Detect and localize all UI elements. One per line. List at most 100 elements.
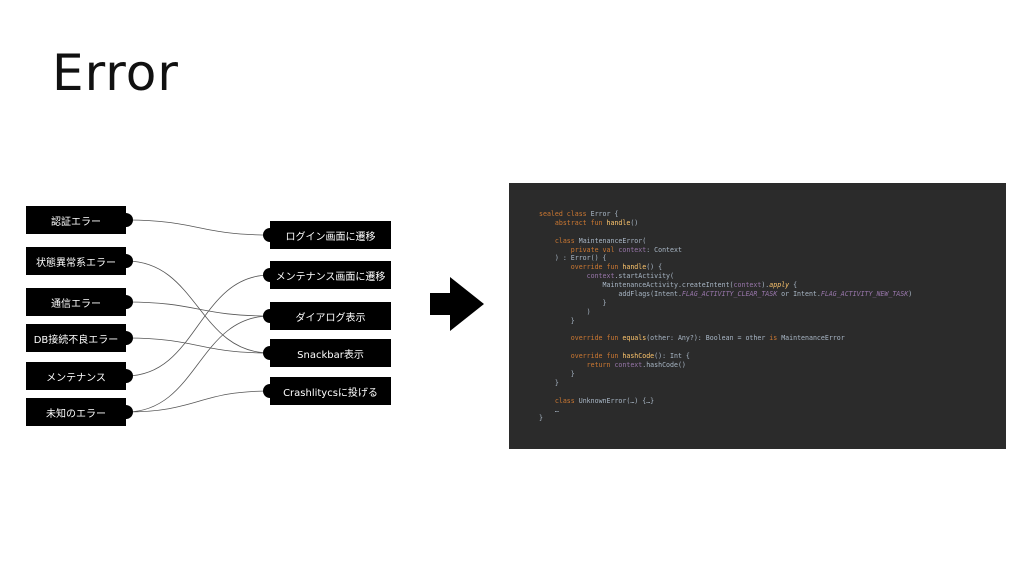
- code-token: MaintenanceError(: [578, 236, 647, 245]
- code-token: [539, 237, 555, 245]
- code-token: class: [554, 396, 579, 405]
- code-line: }: [539, 317, 1006, 326]
- code-token: FLAG_ACTIVITY_CLEAR_TASK: [681, 290, 778, 299]
- code-line: context.startActivity(: [539, 272, 1006, 281]
- connection-line: [125, 337, 271, 354]
- code-token: }: [539, 414, 543, 423]
- connection-line: [125, 274, 271, 377]
- code-token: {: [789, 281, 798, 290]
- code-line: [539, 388, 1006, 397]
- code-token: (): Int {: [654, 352, 690, 361]
- code-line: sealed class Error {: [539, 210, 1006, 219]
- code-token: ): [539, 307, 591, 316]
- connection-line: [125, 219, 271, 236]
- code-token: override fun: [570, 263, 623, 272]
- code-token: handle: [622, 263, 647, 272]
- error-box-unknown: 未知のエラー: [26, 398, 126, 426]
- error-box-maintenance: メンテナンス: [26, 362, 126, 390]
- connection-line: [125, 260, 271, 354]
- code-token: [539, 361, 587, 369]
- code-line: [539, 228, 1006, 237]
- page-title: Error: [52, 44, 179, 102]
- error-box-db: DB接続不良エラー: [26, 324, 126, 352]
- code-line: …: [539, 406, 1006, 415]
- code-token: [539, 334, 571, 342]
- code-token: apply: [769, 281, 790, 290]
- code-line: override fun handle() {: [539, 263, 1006, 272]
- code-token: [539, 272, 587, 280]
- code-line: MaintenanceActivity.createIntent(context…: [539, 281, 1006, 290]
- code-line: class MaintenanceError(: [539, 237, 1006, 246]
- code-token: private val: [570, 245, 619, 254]
- code-token: }: [539, 298, 607, 307]
- code-line: class UnknownError(…) {…}: [539, 397, 1006, 406]
- code-line: [539, 343, 1006, 352]
- code-token: ): [908, 290, 913, 299]
- code-token: .startActivity(: [614, 272, 674, 281]
- code-token: return: [586, 361, 615, 370]
- connection-line: [125, 301, 271, 317]
- code-line: private val context: Context: [539, 246, 1006, 255]
- code-token: Error {: [590, 210, 619, 218]
- code-token: }: [539, 316, 575, 325]
- connection-line: [125, 390, 271, 413]
- code-line: addFlags(Intent.FLAG_ACTIVITY_CLEAR_TASK…: [539, 290, 1006, 299]
- code-token: }: [539, 370, 575, 379]
- code-token: class: [554, 236, 579, 245]
- code-token: hashCode: [622, 352, 655, 361]
- code-token: [539, 263, 571, 271]
- code-token: is: [769, 334, 782, 343]
- error-box-state: 状態異常系エラー: [26, 247, 126, 275]
- code-token: () {: [646, 263, 663, 272]
- code-token: handle: [606, 218, 631, 227]
- action-box-snackbar: Snackbar表示: [270, 339, 391, 367]
- code-token: UnknownError(…) {…}: [578, 396, 655, 405]
- code-token: MaintenanceError: [781, 334, 845, 343]
- action-box-login: ログイン画面に遷移: [270, 221, 391, 249]
- code-line: }: [539, 299, 1006, 308]
- code-token: context: [586, 272, 615, 281]
- code-token: (other: Any?): Boolean = other: [646, 334, 770, 343]
- code-line: }: [539, 379, 1006, 388]
- code-token: [539, 219, 555, 227]
- code-line: ): [539, 308, 1006, 317]
- code-line: }: [539, 370, 1006, 379]
- code-token: equals: [622, 334, 647, 343]
- code-token: [539, 246, 571, 254]
- code-token: ) : Error() {: [539, 254, 607, 263]
- code-token: [539, 352, 571, 360]
- code-token: context: [733, 281, 762, 290]
- code-line: }: [539, 414, 1006, 423]
- code-token: context: [614, 361, 643, 370]
- code-line: abstract fun handle(): [539, 219, 1006, 228]
- code-line: return context.hashCode(): [539, 361, 1006, 370]
- action-box-maintenance-screen: メンテナンス画面に遷移: [270, 261, 391, 289]
- code-line: ) : Error() {: [539, 254, 1006, 263]
- code-token: …: [539, 405, 559, 414]
- right-arrow-icon: [430, 277, 484, 331]
- code-panel: sealed class Error { abstract fun handle…: [509, 183, 1006, 449]
- code-token: sealed class: [539, 210, 591, 218]
- code-token: override fun: [570, 334, 623, 343]
- code-token: }: [539, 378, 559, 387]
- code-token: abstract fun: [554, 218, 607, 227]
- code-token: (): [630, 218, 639, 227]
- connection-line: [125, 315, 271, 413]
- code-token: ).: [761, 281, 770, 290]
- code-token: or Intent.: [777, 290, 821, 299]
- code-token: FLAG_ACTIVITY_NEW_TASK: [820, 290, 909, 299]
- error-box-network: 通信エラー: [26, 288, 126, 316]
- code-token: .hashCode(): [642, 361, 686, 370]
- error-box-auth: 認証エラー: [26, 206, 126, 234]
- code-line: override fun hashCode(): Int {: [539, 352, 1006, 361]
- code-line: [539, 326, 1006, 335]
- code-token: : Context: [646, 245, 682, 254]
- code-token: addFlags(Intent.: [539, 290, 682, 299]
- action-box-crashlytics: Crashlitycsに投げる: [270, 377, 391, 405]
- code-line: override fun equals(other: Any?): Boolea…: [539, 334, 1006, 343]
- code-token: MaintenanceActivity.createIntent(: [539, 281, 734, 290]
- code-token: [539, 397, 555, 405]
- code-token: context: [618, 245, 647, 254]
- code-token: override fun: [570, 352, 623, 361]
- action-box-dialog: ダイアログ表示: [270, 302, 391, 330]
